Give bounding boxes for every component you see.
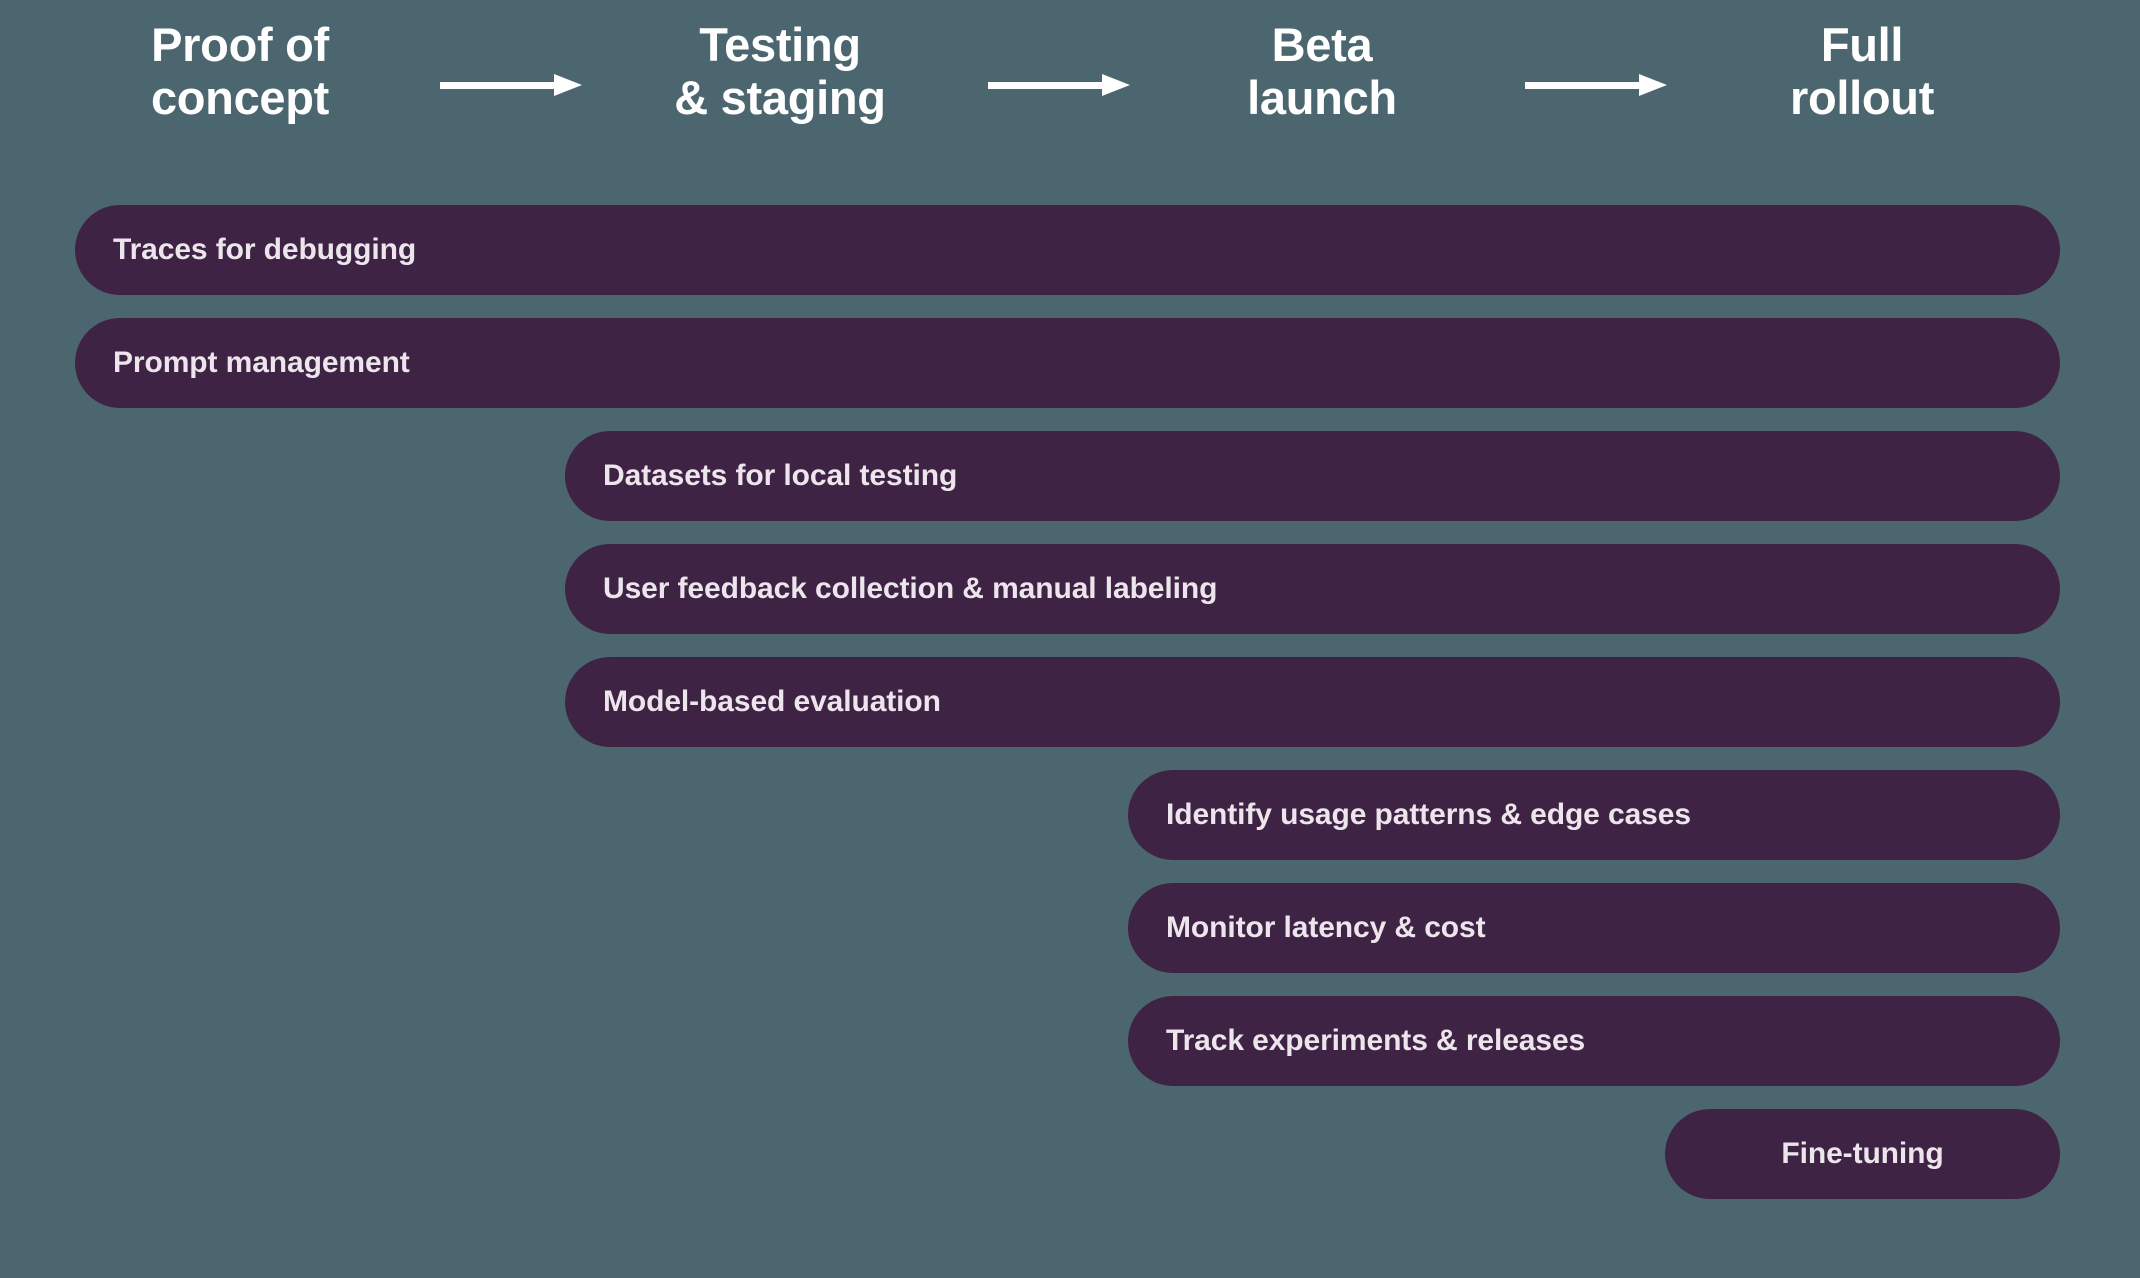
arrow-right-icon bbox=[1525, 74, 1675, 96]
capability-bar[interactable]: Monitor latency & cost bbox=[1128, 883, 2060, 973]
capability-bar-label: Monitor latency & cost bbox=[1166, 911, 1486, 944]
arrow-shaft bbox=[988, 82, 1110, 89]
capability-bar[interactable]: Model-based evaluation bbox=[565, 657, 2060, 747]
capability-bar[interactable]: Datasets for local testing bbox=[565, 431, 2060, 521]
arrow-head bbox=[1639, 74, 1667, 96]
capability-bar-label: Traces for debugging bbox=[113, 233, 417, 266]
capability-bar[interactable]: Identify usage patterns & edge cases bbox=[1128, 770, 2060, 860]
stage-label-line-2: & staging bbox=[674, 71, 886, 125]
capability-bar-label: Model-based evaluation bbox=[603, 685, 941, 718]
capability-bar-label: Identify usage patterns & edge cases bbox=[1166, 798, 1691, 831]
arrow-right-icon bbox=[988, 74, 1138, 96]
arrow-right-icon bbox=[440, 74, 590, 96]
capability-bar-label: Prompt management bbox=[113, 346, 410, 379]
stage-label-line-1: Testing bbox=[699, 18, 861, 71]
stage-label-line-2: launch bbox=[1247, 71, 1397, 125]
capability-bar[interactable]: Prompt management bbox=[75, 318, 2060, 408]
capability-bar[interactable]: Traces for debugging bbox=[75, 205, 2060, 295]
arrow-head bbox=[1102, 74, 1130, 96]
capability-bar-label: Fine-tuning bbox=[1781, 1137, 1944, 1170]
stage-label-line-2: rollout bbox=[1789, 71, 1935, 125]
arrow-shaft bbox=[440, 82, 562, 89]
capability-bar-label: User feedback collection & manual labeli… bbox=[603, 572, 1218, 605]
capability-bar-label: Track experiments & releases bbox=[1166, 1024, 1586, 1057]
stage-label-line-1: Beta bbox=[1271, 18, 1373, 71]
stage-label-line-1: Full bbox=[1820, 18, 1904, 71]
stage-label-2: Testing& staging bbox=[610, 18, 950, 124]
capability-bar[interactable]: User feedback collection & manual labeli… bbox=[565, 544, 2060, 634]
capability-bar[interactable]: Track experiments & releases bbox=[1128, 996, 2060, 1086]
capability-bar[interactable]: Fine-tuning bbox=[1665, 1109, 2060, 1199]
arrow-head bbox=[554, 74, 582, 96]
capability-bar-label: Datasets for local testing bbox=[603, 459, 958, 492]
stage-label-line-2: concept bbox=[150, 71, 330, 125]
stage-label-line-1: Proof of bbox=[151, 18, 329, 71]
arrow-shaft bbox=[1525, 82, 1647, 89]
